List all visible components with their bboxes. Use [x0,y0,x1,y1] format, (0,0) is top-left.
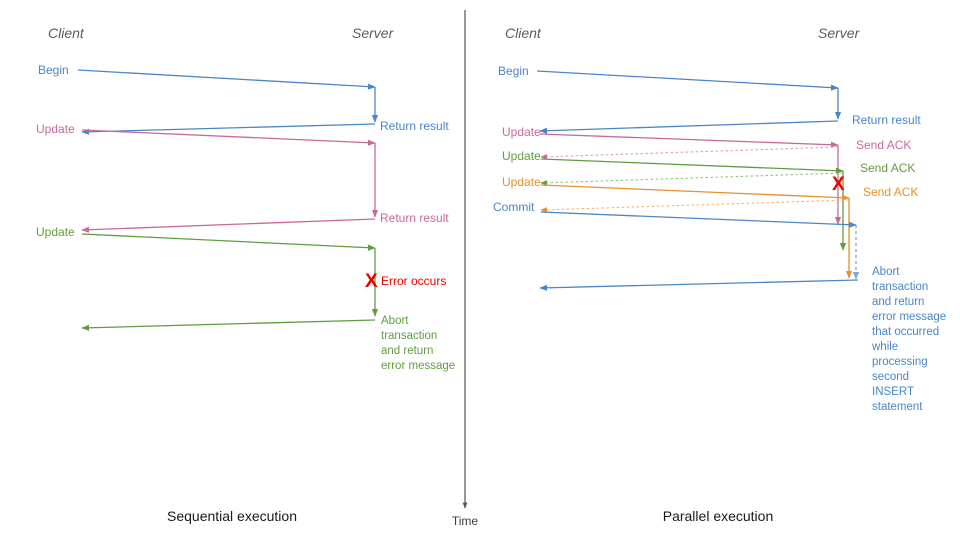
message-arrow-return-result-1 [81,123,376,135]
time-axis: Time [452,10,479,528]
note-line: Abort [381,315,409,327]
note-line: second [872,371,909,383]
note-line: transaction [381,330,437,342]
lane-header-server: Server [818,25,861,41]
error-x-icon: X [832,174,845,195]
note-line: error message [381,360,455,372]
time-axis-label: Time [452,514,479,528]
note-line: processing [872,356,928,368]
note-line: while [871,341,898,353]
note-line: statement [872,401,923,413]
note-line: error message [872,311,946,323]
message-label-update-1: Update [36,122,75,136]
message-arrow-send-ack-1 [540,146,839,160]
message-label-send-ack-3: Send ACK [863,185,918,199]
message-arrow-return-result-2 [81,218,376,233]
message-label-commit: Commit [493,200,535,214]
lane-header-client: Client [505,25,542,41]
message-arrow-update-1 [539,133,839,148]
error-x-icon: X [365,271,378,292]
message-label-update-1: Update [502,125,541,139]
message-label-begin: Begin [38,63,69,77]
note-line: INSERT [872,386,914,398]
message-label-begin: Begin [498,64,529,78]
message-label-update-2: Update [36,225,75,239]
message-arrow-commit [540,211,857,228]
message-label-send-ack-2: Send ACK [860,161,915,175]
message-label-update-3: Update [502,175,541,189]
note-line: that occurred [872,326,939,338]
message-arrow-send-ack-3 [540,199,850,213]
message-arrow-update-1 [81,129,376,146]
lane-header-server: Server [352,25,395,41]
message-arrow-send-ack-2 [540,172,844,186]
message-arrow-return-result [539,120,839,134]
message-label-send-ack-1: Send ACK [856,138,911,152]
note-line: transaction [872,281,928,293]
note-line: Abort [872,266,900,278]
note-line: and return [381,345,433,357]
message-arrow-update-3 [540,184,850,201]
message-label-return-result-1: Return result [380,119,449,133]
message-label-update-2: Update [502,149,541,163]
message-label-return-result-2: Return result [380,211,449,225]
message-arrow-update-2 [81,233,376,251]
note-line: and return [872,296,924,308]
abort-note-sequential: Abort transaction and return error message [381,315,455,372]
message-label-return-result: Return result [852,113,921,127]
message-arrow-begin [77,69,376,90]
error-label: Error occurs [381,274,446,288]
lane-header-client: Client [48,25,85,41]
message-arrow-abort-return [81,319,376,331]
abort-note-parallel: Abort transaction and return error message t… [871,266,946,413]
message-arrow-begin [536,70,839,91]
message-arrow-abort-return [539,279,859,291]
message-arrow-update-2 [540,158,844,174]
panel-caption-sequential: Sequential execution [167,508,297,524]
panel-caption-parallel: Parallel execution [663,508,774,524]
